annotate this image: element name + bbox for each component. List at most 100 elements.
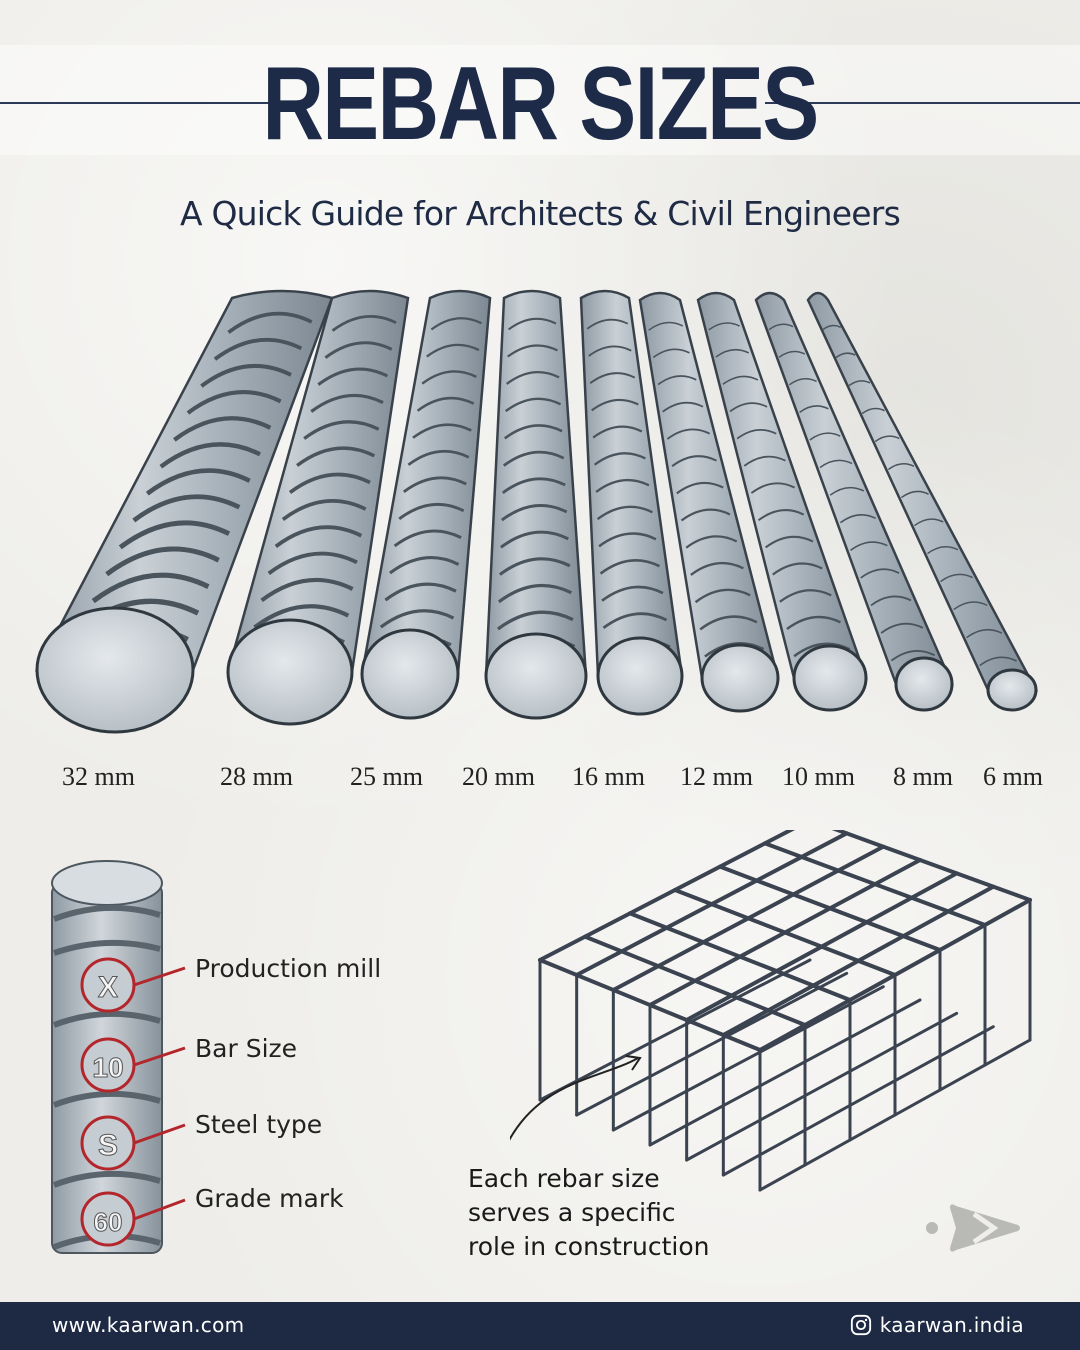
next-arrow-shape bbox=[950, 1204, 1020, 1252]
rebar-body bbox=[579, 289, 684, 678]
rebar-rib bbox=[498, 557, 571, 576]
mesh-bottom-bar bbox=[685, 1011, 959, 1162]
rebar-rib bbox=[407, 449, 470, 466]
rebar-rib bbox=[694, 588, 751, 604]
rebar-rib bbox=[430, 317, 482, 331]
page-subtitle: A Quick Guide for Architects & Civil Eng… bbox=[180, 194, 901, 233]
pointer-line-size bbox=[133, 1046, 186, 1067]
label-bar-size: Bar Size bbox=[195, 1034, 298, 1063]
marking-bar-rib bbox=[53, 939, 161, 956]
rebar-rib bbox=[715, 348, 750, 358]
mesh-note-line: Each rebar size bbox=[468, 1164, 660, 1193]
note-arrow-head bbox=[625, 1055, 642, 1071]
rebar-rib bbox=[227, 311, 313, 334]
rebar-rib bbox=[503, 424, 563, 440]
mesh-top-bar bbox=[583, 934, 807, 1027]
rebar-rib bbox=[500, 504, 568, 522]
rebar-rib bbox=[159, 442, 262, 469]
note-pointer-arrow bbox=[510, 1057, 639, 1141]
size-label-32: 32 mm bbox=[62, 762, 135, 791]
size-label-12: 12 mm bbox=[680, 762, 753, 791]
rebar-rib bbox=[502, 450, 565, 467]
rebar-rib bbox=[772, 562, 823, 576]
marking-bar-rib bbox=[52, 1090, 161, 1108]
rebar-rib bbox=[799, 405, 829, 414]
rebar-rib bbox=[860, 568, 900, 579]
rebar-rib bbox=[736, 429, 777, 440]
rebar-rib bbox=[839, 514, 876, 524]
rebar-rib bbox=[200, 364, 292, 388]
rebar-rib bbox=[132, 494, 241, 523]
footer: www.kaarwan.com kaarwan.india bbox=[0, 1302, 1080, 1350]
rebar-rib bbox=[690, 561, 744, 576]
rebar-bar-12mm bbox=[638, 291, 780, 713]
rebar-rib bbox=[750, 482, 796, 494]
marking-bar-rib bbox=[52, 1170, 161, 1188]
rebar-rib bbox=[966, 628, 1003, 639]
title-rule-right bbox=[765, 102, 1080, 104]
rebar-body bbox=[226, 289, 410, 674]
rebar-rib bbox=[786, 615, 841, 630]
footer-instagram-handle: kaarwan.india bbox=[879, 1313, 1024, 1337]
rebar-rib bbox=[303, 420, 380, 440]
title-band bbox=[0, 45, 1080, 155]
rebar-rib bbox=[595, 478, 650, 493]
rebar-rib bbox=[927, 545, 959, 555]
rebar-rib bbox=[850, 541, 888, 551]
rebar-rib bbox=[389, 556, 460, 575]
rebar-rib bbox=[588, 345, 632, 357]
rebar-rib bbox=[874, 435, 900, 443]
footer-instagram-link[interactable]: kaarwan.india bbox=[850, 1313, 1024, 1337]
rebar-end-face bbox=[360, 628, 460, 720]
marking-bar-end bbox=[51, 860, 163, 906]
next-arrow-icon[interactable] bbox=[922, 1198, 1022, 1258]
rebar-rib bbox=[596, 505, 653, 521]
label-steel-type: Steel type bbox=[195, 1110, 323, 1139]
rebar-rib bbox=[496, 610, 574, 631]
rebar-end-face bbox=[596, 636, 684, 716]
rebar-end-face bbox=[226, 618, 354, 726]
rebar-rib bbox=[648, 321, 684, 331]
rebar-rib bbox=[601, 585, 664, 602]
rebar-rib bbox=[501, 477, 566, 494]
rebar-rib bbox=[504, 397, 562, 413]
mesh-note-line: serves a specific bbox=[468, 1198, 676, 1227]
rebar-rib bbox=[835, 352, 856, 359]
rebar-rib bbox=[317, 367, 389, 386]
rebar-rib bbox=[890, 649, 936, 662]
mesh-note: Each rebar size serves a specific role i… bbox=[468, 1162, 798, 1264]
rebar-end-face bbox=[792, 644, 868, 712]
size-label-16: 16 mm bbox=[572, 762, 645, 791]
mesh-top-bar bbox=[628, 911, 852, 1002]
rebar-rib bbox=[416, 396, 475, 412]
rebar-marking-diagram: X 10 S 60 bbox=[51, 860, 186, 1254]
rebar-rib bbox=[213, 337, 303, 361]
rebar-end-face bbox=[986, 668, 1038, 712]
rebar-rib bbox=[887, 463, 915, 471]
rebar-rib bbox=[979, 656, 1017, 667]
mesh-bottom-bar bbox=[538, 958, 812, 1102]
rebar-rib bbox=[708, 322, 740, 331]
rebar-rib bbox=[657, 375, 697, 386]
rebar-rib bbox=[379, 609, 455, 629]
footer-website-link[interactable]: www.kaarwan.com bbox=[52, 1313, 245, 1337]
mesh-top-bar bbox=[763, 841, 987, 927]
mesh-bottom-bar bbox=[575, 971, 849, 1117]
size-label-8: 8 mm bbox=[893, 762, 953, 791]
rebar-body bbox=[696, 291, 868, 680]
size-label-25: 25 mm bbox=[350, 762, 423, 791]
rebar-rib bbox=[267, 551, 358, 575]
rebar-rib bbox=[778, 350, 806, 358]
size-label-6: 6 mm bbox=[983, 762, 1043, 791]
rebar-rib bbox=[105, 546, 220, 577]
next-arrow-chevron bbox=[972, 1211, 999, 1245]
rebar-rib bbox=[589, 372, 636, 384]
rebar-rib bbox=[685, 535, 738, 549]
rebar-rib bbox=[598, 532, 657, 548]
rebar-rib bbox=[281, 499, 367, 521]
title-rule-left bbox=[0, 102, 285, 104]
rebar-rib bbox=[652, 348, 690, 359]
rebar-end-face bbox=[35, 606, 195, 734]
rebar-bars-illustration bbox=[34, 289, 1039, 734]
pointer-line-mill bbox=[133, 966, 186, 987]
